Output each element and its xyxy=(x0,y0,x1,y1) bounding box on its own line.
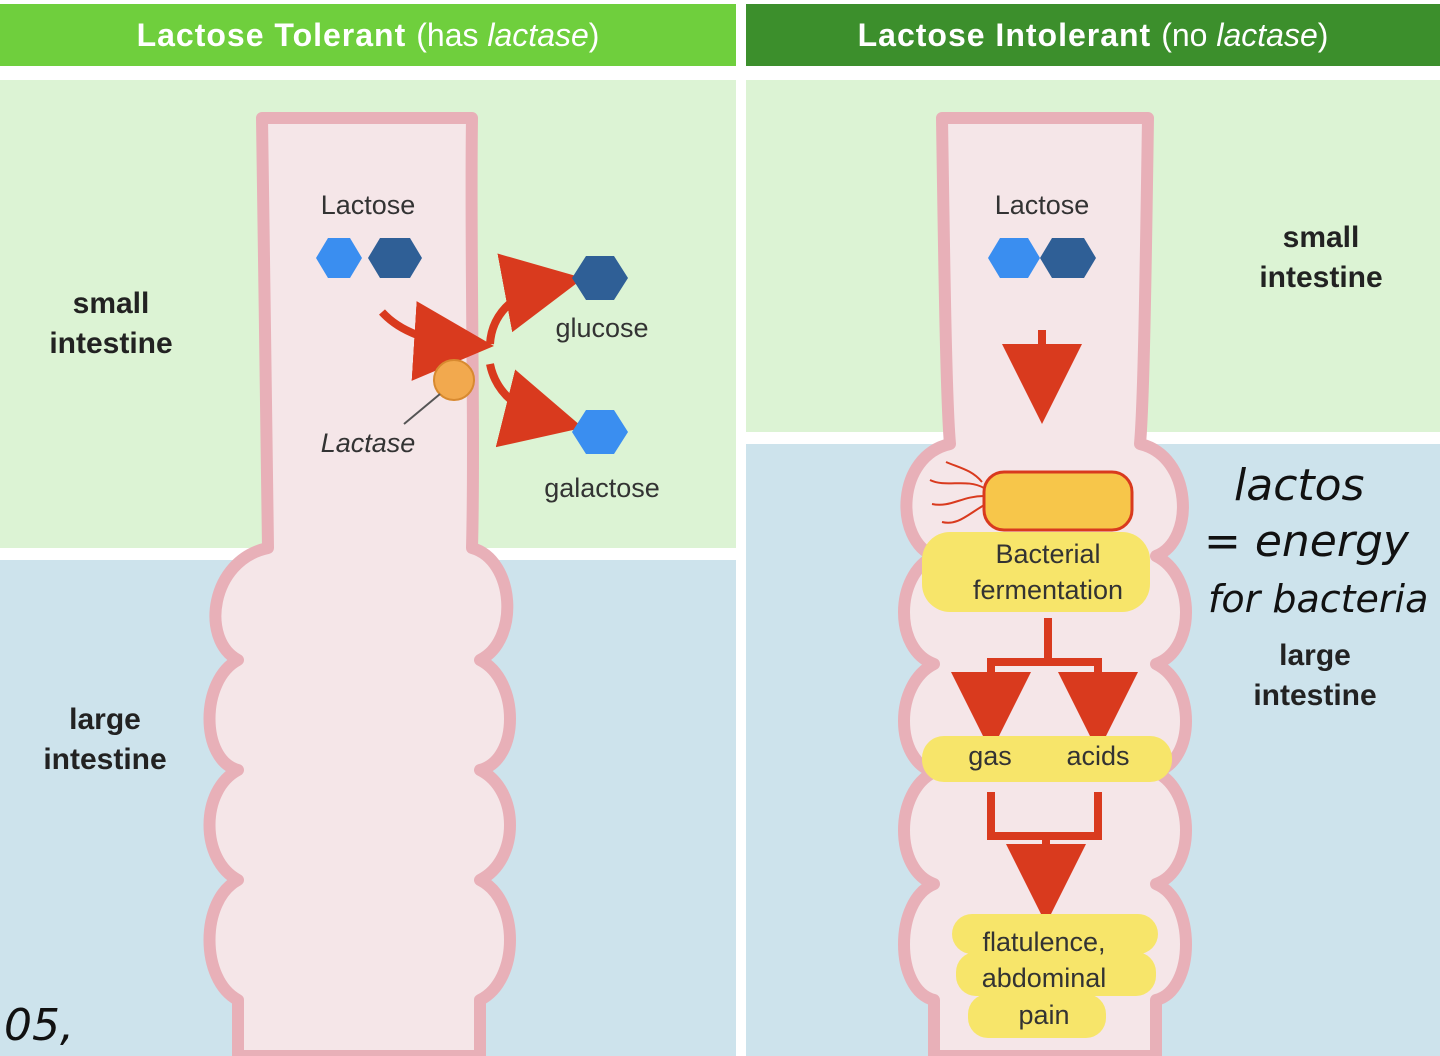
lactose-intolerant-header: Lactose Intolerant (no lactase) xyxy=(746,4,1440,66)
fermentation-label-line1: Bacterial xyxy=(995,539,1100,569)
glucose-arrow xyxy=(486,253,584,345)
fermentation-label-line2: fermentation xyxy=(973,575,1123,605)
symptoms-label-line3: pain xyxy=(1018,1000,1069,1030)
symptoms-label-line2: abdominal xyxy=(982,963,1107,993)
handwritten-note: lactos = energy for bacteria xyxy=(1204,460,1428,621)
lactose-tolerant-header: Lactose Tolerant (has lactase) xyxy=(0,4,736,66)
lactose-label: Lactose xyxy=(995,190,1090,220)
gas-label: gas xyxy=(968,741,1012,771)
glucose-product-hexagon xyxy=(572,256,628,300)
glucose-hexagon xyxy=(368,238,422,278)
svg-text:= energy: = energy xyxy=(1204,516,1410,567)
header-title: Lactose Tolerant xyxy=(136,16,407,53)
galactose-label: galactose xyxy=(544,473,660,503)
glucose-label: glucose xyxy=(555,313,648,343)
galactose-arrow xyxy=(486,363,584,448)
symptoms-label-line1: flatulence, xyxy=(982,927,1105,957)
svg-text:for bacteria: for bacteria xyxy=(1208,577,1428,621)
acids-label: acids xyxy=(1066,741,1129,771)
galactose-hexagon xyxy=(316,238,362,278)
header-subtitle: (has lactase) xyxy=(416,16,600,53)
lactase-enzyme xyxy=(433,359,475,401)
intestine-diagram-tolerant: Lactose Lactase glucose galactose 05, xyxy=(4,112,660,1056)
lactose-to-lactase-arrow xyxy=(379,301,494,381)
lactase-label: Lactase xyxy=(321,428,416,458)
galactose-hexagon xyxy=(988,238,1040,278)
intestine-diagram-intolerant: Lactose Bacterial fermentation gas acids… xyxy=(898,112,1428,1056)
lactose-label: Lactose xyxy=(321,190,416,220)
galactose-product-hexagon xyxy=(572,410,628,454)
header-title: Lactose Intolerant xyxy=(857,16,1152,53)
glucose-hexagon xyxy=(1040,238,1096,278)
svg-text:lactos: lactos xyxy=(1234,460,1364,511)
handwritten-corner-mark: 05, xyxy=(4,1000,74,1051)
header-subtitle: (no lactase) xyxy=(1161,16,1329,53)
bacterium-icon xyxy=(929,461,1134,532)
